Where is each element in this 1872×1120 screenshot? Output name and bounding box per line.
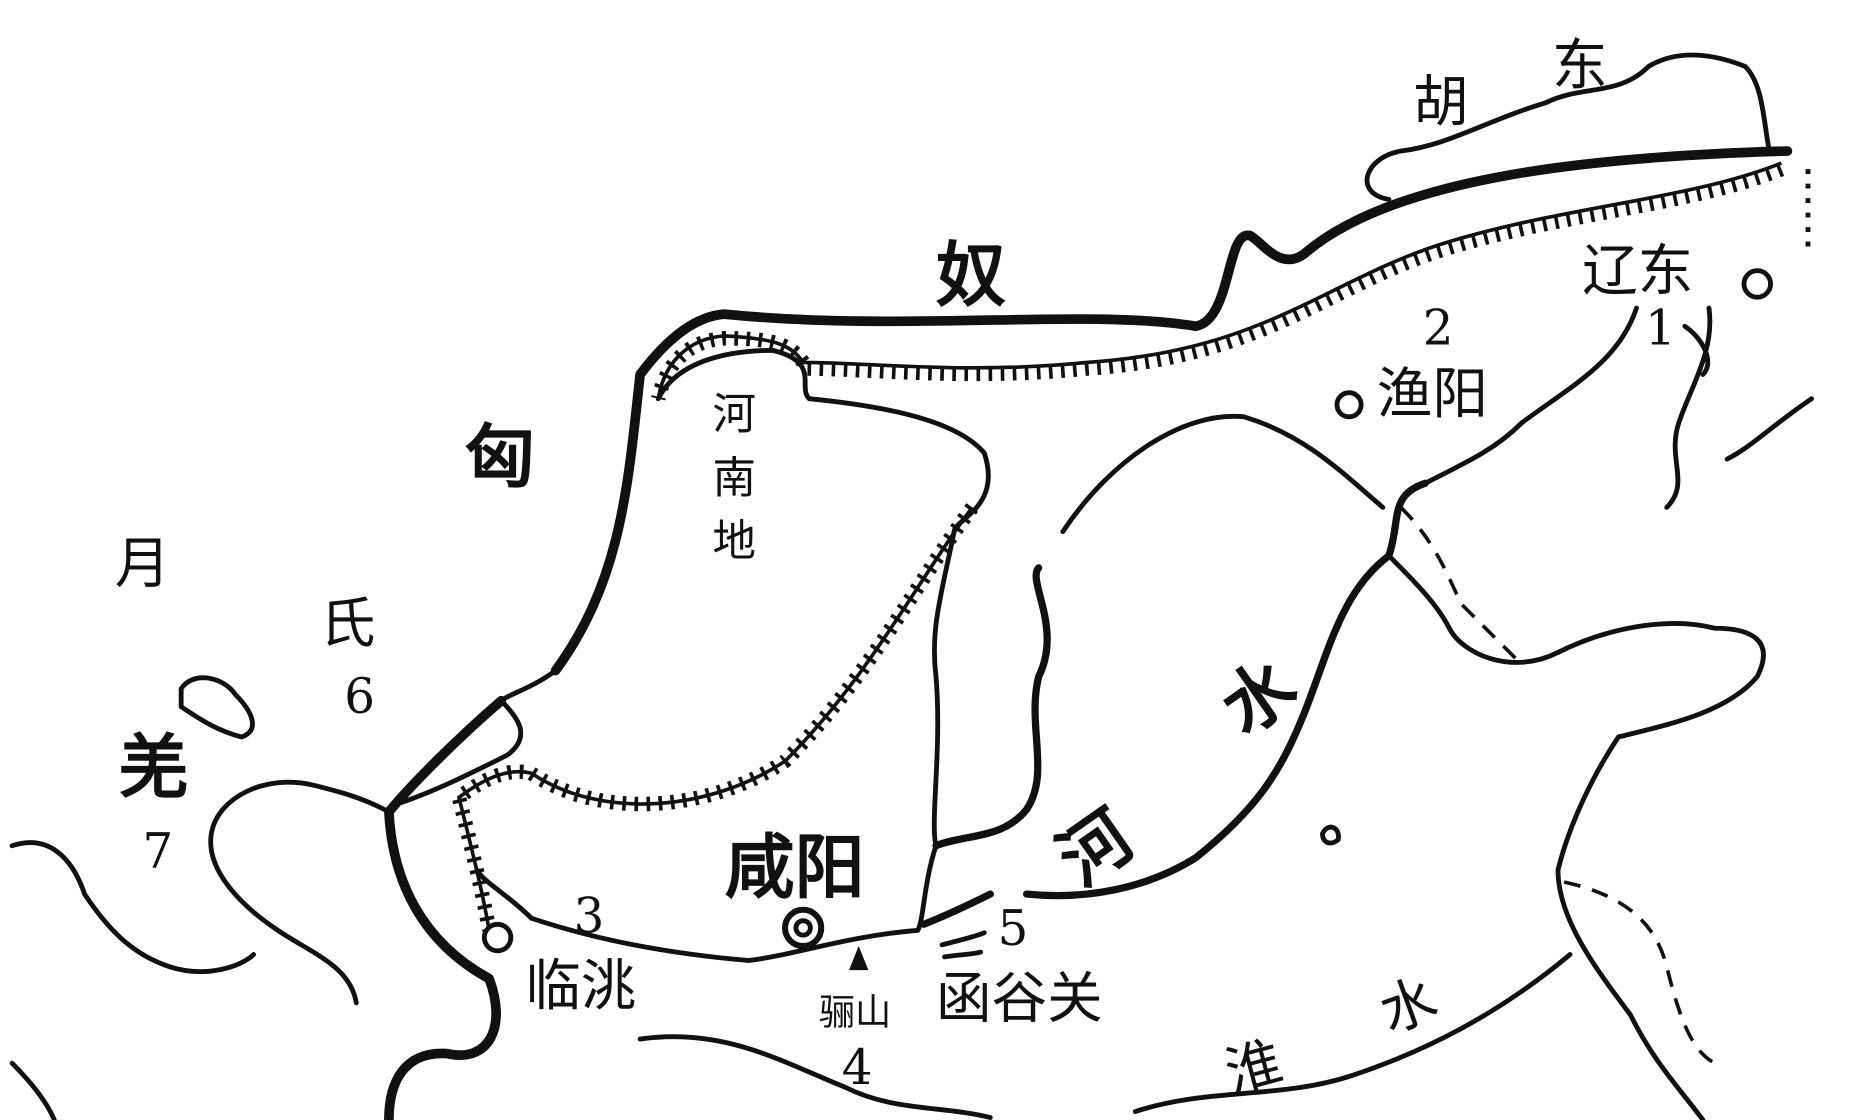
place-lintao: 临洮 xyxy=(525,954,636,1019)
region-xiongnu: 奴 xyxy=(936,235,1006,317)
region-henandi: 南 xyxy=(713,454,756,504)
capital-marker-xianyang xyxy=(782,906,825,950)
bohai-coast-dashed xyxy=(1399,506,1524,666)
place-hanguguan: 函谷关 xyxy=(936,966,1103,1031)
city-marker-liaodong xyxy=(1741,268,1773,300)
mountain-icon xyxy=(849,946,869,971)
marker-1: 1 xyxy=(1645,300,1676,356)
marker-7: 7 xyxy=(143,823,174,879)
region-yuezhi: 月 xyxy=(115,531,171,596)
frontier-line xyxy=(396,668,558,806)
marker-5: 5 xyxy=(998,901,1029,957)
place-lishan: 骊山 xyxy=(819,991,891,1034)
lake xyxy=(178,675,255,740)
yellow-river-lower xyxy=(920,564,1051,928)
frontier-line xyxy=(550,146,1793,676)
huai-river-dashed xyxy=(1563,880,1716,1065)
great-wall xyxy=(450,161,1785,932)
region-donghu: 东 xyxy=(1552,34,1608,99)
east-coast xyxy=(1555,621,1766,1120)
yellow-river xyxy=(474,347,991,963)
city-marker-yuyang xyxy=(1334,390,1364,420)
river-label-huai-shui: 水 xyxy=(1371,966,1445,1046)
marker-4: 4 xyxy=(842,1040,873,1096)
island xyxy=(1320,824,1341,846)
place-yuyang: 渔阳 xyxy=(1377,362,1488,427)
marker-6: 6 xyxy=(344,669,375,725)
marker-3: 3 xyxy=(574,889,605,945)
west-rivers xyxy=(9,779,392,1120)
region-henandi: 地 xyxy=(713,517,756,567)
region-qiang: 羌 xyxy=(118,726,188,808)
north-rivers xyxy=(1060,305,1639,665)
region-henandi: 河 xyxy=(713,390,756,440)
region-xiongnu: 匈 xyxy=(465,416,535,498)
yellow-river-east xyxy=(1022,479,1429,900)
region-donghu: 胡 xyxy=(1413,70,1469,135)
east-coast-north xyxy=(1364,52,1772,202)
frontier-line xyxy=(384,695,507,1120)
liaodong-peninsula xyxy=(1664,305,1815,510)
region-yuezhi: 氏 xyxy=(320,592,376,657)
pass-icon xyxy=(939,930,987,960)
place-xianyang: 咸阳 xyxy=(725,827,865,909)
huai-river xyxy=(637,952,1573,1120)
marker-2: 2 xyxy=(1423,300,1454,356)
city-marker-lintao xyxy=(481,921,514,954)
place-liaodong: 辽东 xyxy=(1582,239,1693,304)
